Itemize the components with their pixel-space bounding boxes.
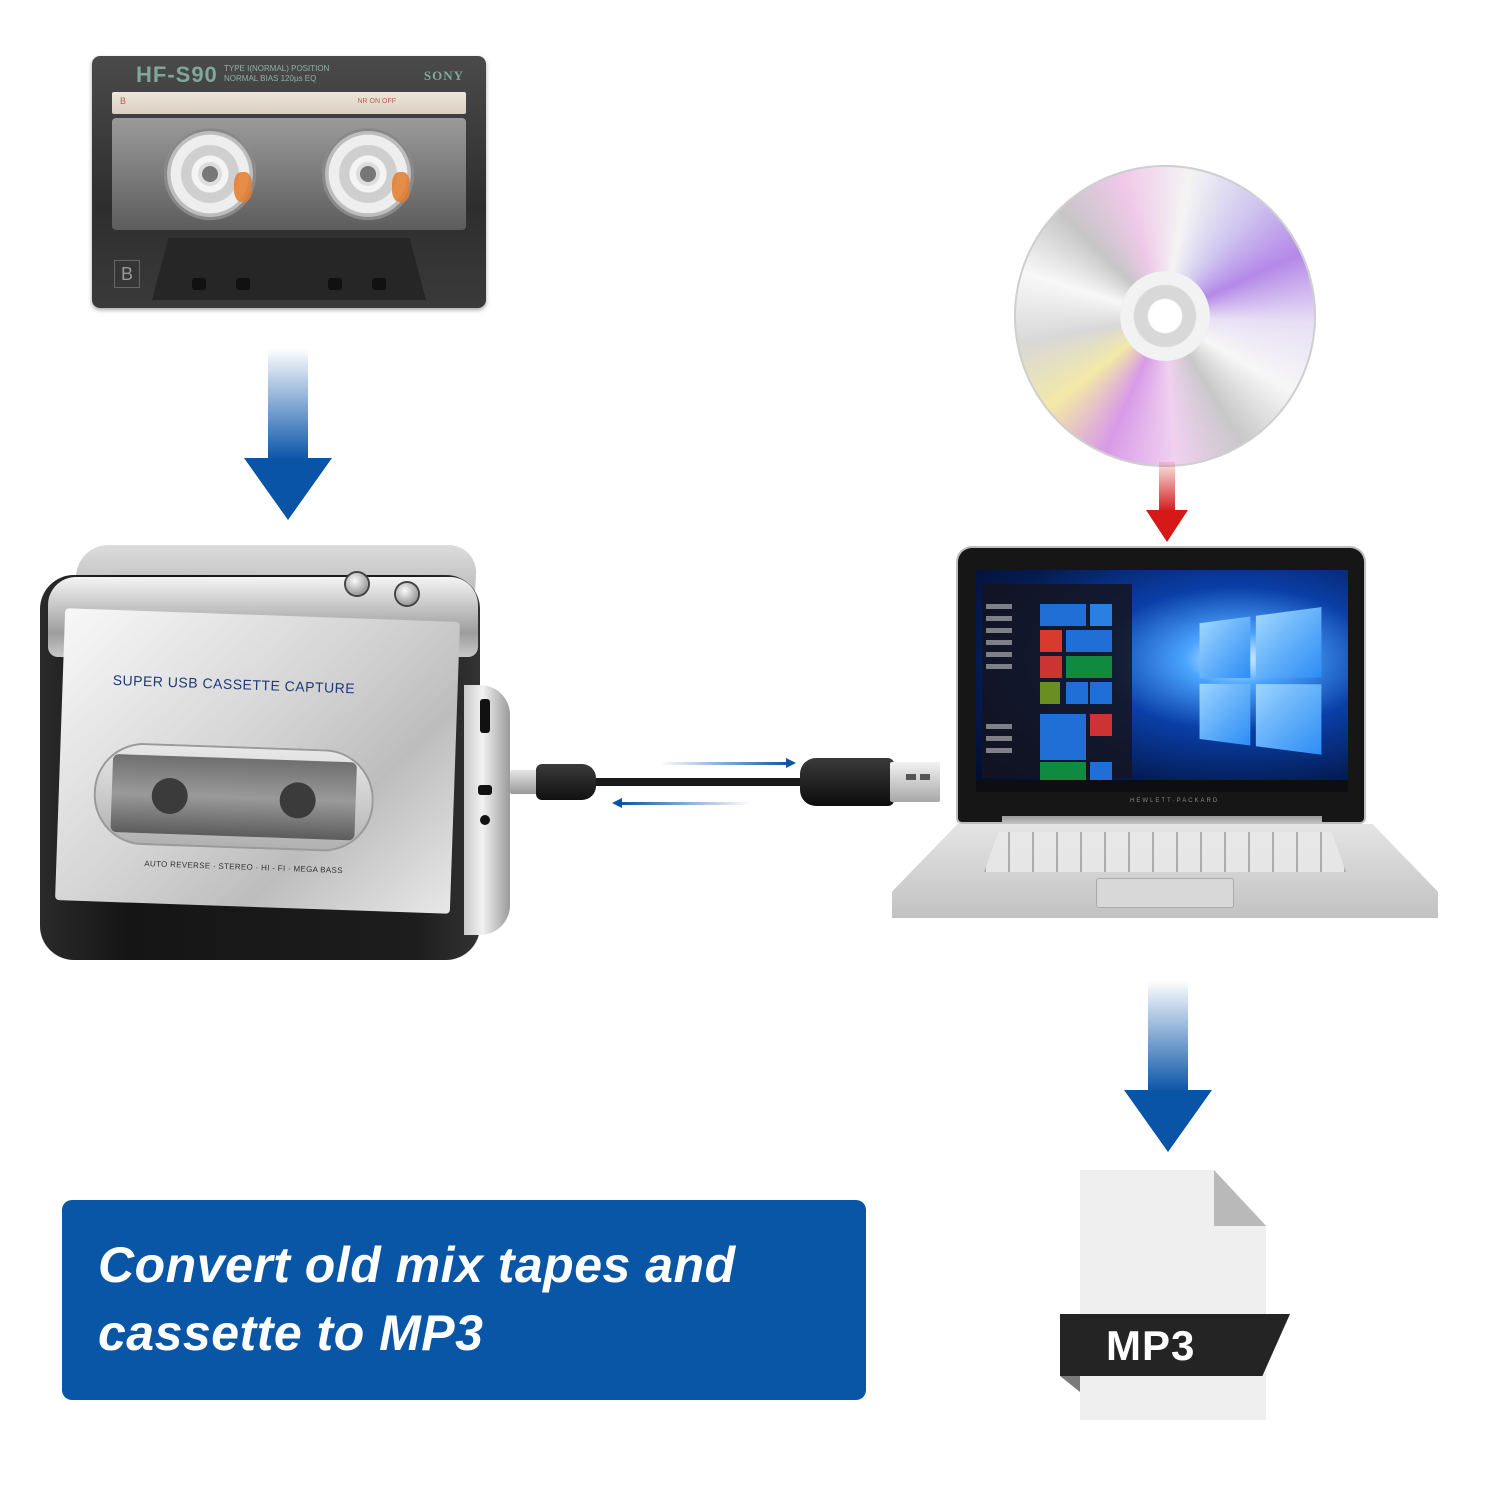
- cassette-side-label-big: B: [114, 260, 140, 288]
- laptop-image: HEWLETT·PACKARD: [892, 548, 1438, 920]
- cassette-model: HF-S90: [136, 62, 218, 87]
- cable-wire: [590, 778, 810, 786]
- start-menu: [982, 584, 1132, 784]
- laptop-keyboard: [984, 832, 1346, 872]
- caption-line-2: cassette to MP3: [98, 1305, 484, 1361]
- cassette-reel-right: [322, 128, 414, 220]
- player-volume-slider: [480, 699, 490, 733]
- player-tagline: AUTO REVERSE · STEREO · HI - FI · MEGA B…: [144, 859, 343, 876]
- laptop-lid: HEWLETT·PACKARD: [958, 548, 1364, 822]
- caption-banner: Convert old mix tapes and cassette to MP…: [62, 1200, 866, 1400]
- cd-center-ring: [1120, 271, 1210, 361]
- laptop-brand: HEWLETT·PACKARD: [1130, 798, 1220, 804]
- player-side-panel: [464, 685, 510, 935]
- mp3-file-label: MP3: [1106, 1322, 1196, 1369]
- cassette-side-label-small: B: [120, 96, 127, 106]
- cassette-brand: SONY: [423, 68, 464, 83]
- cassette-tape-image: HF-S90 TYPE I(NORMAL) POSITION NORMAL BI…: [92, 56, 486, 308]
- player-knob-left: [346, 573, 368, 595]
- file-label-band: [1060, 1314, 1290, 1376]
- arrow-left-icon: [612, 798, 750, 808]
- micro-usb-plug: [510, 770, 540, 794]
- file-band-shadow: [1060, 1376, 1080, 1392]
- arrow-right-icon: [660, 758, 796, 768]
- usb-a-boot: [800, 758, 894, 806]
- cassette-type-line-2: NORMAL BIAS 120µs EQ: [224, 74, 317, 83]
- cassette-reel-left: [164, 128, 256, 220]
- cassette-type-line-1: TYPE I(NORMAL) POSITION: [224, 64, 330, 73]
- cd-disc-icon: [1014, 165, 1316, 467]
- player-usb-port: [478, 785, 492, 795]
- usb-cable-icon: [510, 752, 940, 814]
- laptop-screen: [976, 570, 1348, 792]
- taskbar: [976, 780, 1348, 792]
- cassette-nr-text: NR ON OFF: [357, 98, 397, 105]
- windows-logo-icon: [1199, 607, 1324, 758]
- player-title: SUPER USB CASSETTE CAPTURE: [112, 671, 356, 697]
- player-audio-jack: [480, 815, 490, 825]
- cassette-player-image: SUPER USB CASSETTE CAPTURE AUTO REVERSE …: [40, 545, 510, 960]
- cassette-label-row: HF-S90 TYPE I(NORMAL) POSITION NORMAL BI…: [106, 62, 472, 90]
- laptop-trackpad: [1096, 878, 1234, 908]
- cassette-label-strip: B NR ON OFF: [112, 92, 466, 114]
- player-knob-right: [396, 583, 418, 605]
- arrow-down-icon: [1146, 462, 1188, 544]
- micro-usb-boot: [536, 764, 596, 800]
- arrow-down-icon: [244, 348, 332, 520]
- caption-line-1: Convert old mix tapes and: [98, 1237, 736, 1293]
- usb-a-plug: [890, 762, 940, 802]
- arrow-down-icon: [1124, 980, 1212, 1152]
- player-front-face: SUPER USB CASSETTE CAPTURE AUTO REVERSE …: [55, 608, 460, 914]
- cassette-window: [112, 118, 466, 230]
- mp3-file-icon: MP3: [1060, 1170, 1290, 1420]
- cassette-bottom-guard: [152, 238, 426, 300]
- player-tape-window: [92, 741, 376, 854]
